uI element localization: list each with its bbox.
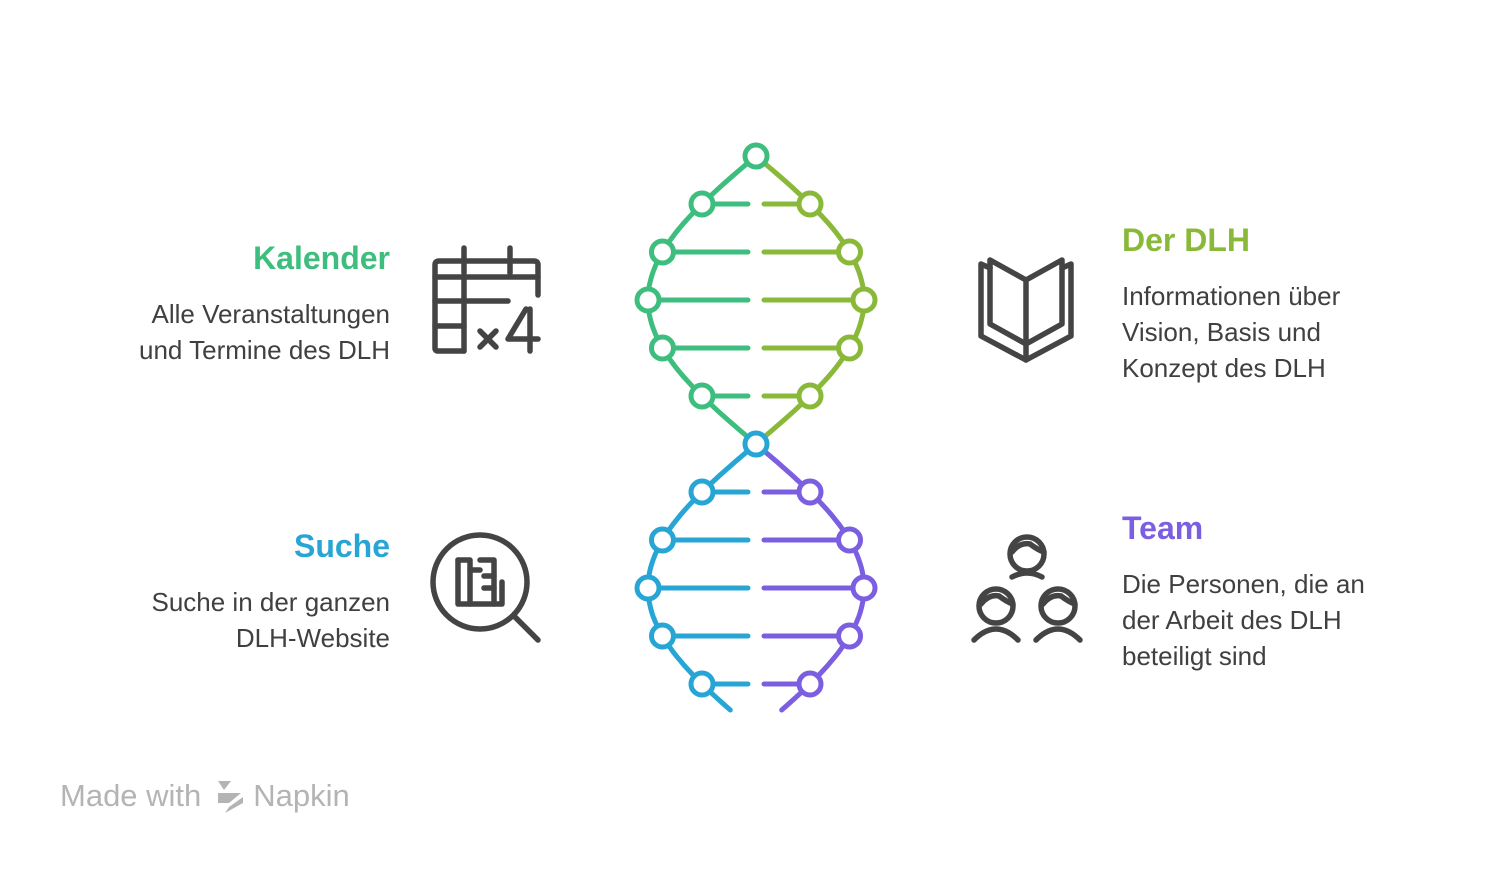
lower-right-node-1 (796, 478, 824, 506)
der-dlh-block: Der DLH Informationen über Vision, Basis… (1122, 220, 1462, 386)
team-block: Team Die Personen, die an der Arbeit des… (1122, 508, 1462, 674)
brand-name: Napkin (253, 778, 350, 813)
upper-right-node-1 (796, 190, 824, 218)
team-description: Die Personen, die an der Arbeit des DLH … (1122, 569, 1365, 671)
lower-left-node-5 (688, 670, 716, 698)
suche-title: Suche (293, 528, 390, 564)
lower-right-node-4 (836, 622, 864, 650)
footer: Made with Napkin (60, 776, 350, 816)
lower-left-node-3 (634, 574, 662, 602)
upper-right-node-2 (836, 238, 864, 266)
top-joint-node (742, 142, 770, 170)
team-title: Team (1122, 510, 1204, 546)
lower-right-node-3 (850, 574, 878, 602)
suche-description: Suche in der ganzen DLH-Website (151, 587, 390, 653)
search-icon (430, 532, 541, 643)
lower-left-node-4 (648, 622, 676, 650)
kalender-block: Kalender Alle Veranstaltungen und Termin… (30, 238, 390, 368)
team-icon (971, 534, 1083, 643)
upper-right-node-5 (796, 382, 824, 410)
upper-right-node-3 (850, 286, 878, 314)
upper-left-node-5 (688, 382, 716, 410)
suche-block: Suche Suche in der ganzen DLH-Website (30, 526, 390, 656)
lower-left-node-1 (688, 478, 716, 506)
napkin-logo-icon (218, 781, 244, 813)
kalender-description: Alle Veranstaltungen und Termine des DLH (139, 299, 390, 365)
kalender-title: Kalender (253, 240, 390, 276)
lower-left-node-2 (648, 526, 676, 554)
upper-left-node-4 (648, 334, 676, 362)
upper-left-node-1 (688, 190, 716, 218)
lower-right-node-5 (796, 670, 824, 698)
upper-right-node-4 (836, 334, 864, 362)
upper-left-node-3 (634, 286, 662, 314)
upper-left-node-2 (648, 238, 676, 266)
lower-right-node-2 (836, 526, 864, 554)
made-with-label: Made with (60, 778, 202, 813)
der-dlh-description: Informationen über Vision, Basis und Kon… (1122, 281, 1341, 383)
calendar-icon (432, 245, 541, 354)
book-icon (978, 257, 1074, 363)
middle-joint-node (742, 430, 770, 458)
brand: Napkin (215, 778, 350, 814)
der-dlh-title: Der DLH (1122, 222, 1251, 258)
